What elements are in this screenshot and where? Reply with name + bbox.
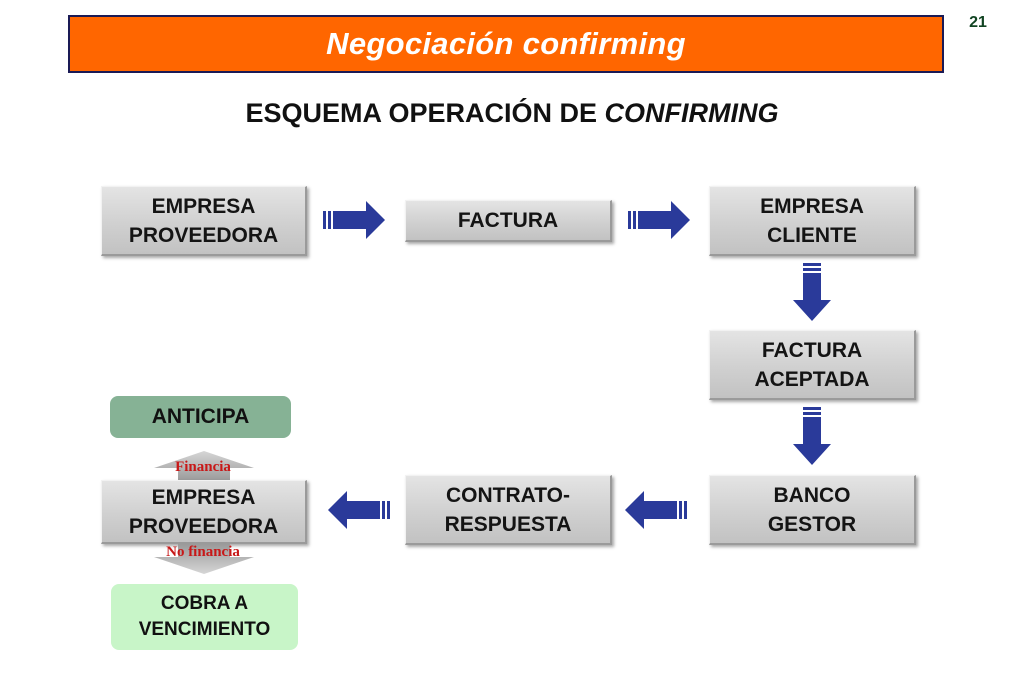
arrow-down-icon [793, 263, 831, 321]
cobra-vencimiento-box: COBRA A VENCIMIENTO [111, 584, 298, 650]
page-number: 21 [969, 14, 987, 31]
box-label-line2: RESPUESTA [444, 512, 572, 536]
box-contrato-respuesta: CONTRATO- RESPUESTA [405, 475, 612, 545]
arrow-left-icon [625, 491, 687, 529]
subtitle-italic: CONFIRMING [604, 98, 779, 128]
arrow-down-icon [154, 544, 254, 574]
box-label-line1: FACTURA [761, 338, 863, 362]
slide-title: Negociación confirming [326, 26, 686, 61]
arrow-up-icon [154, 451, 254, 481]
box-label-line1: EMPRESA [151, 194, 256, 218]
box-empresa-cliente: EMPRESA CLIENTE [709, 186, 916, 256]
box-label-line1: EMPRESA [151, 485, 256, 509]
financia-label: Financia [175, 459, 231, 475]
cobra-label-line2: VENCIMIENTO [138, 619, 271, 640]
box-factura: FACTURA [405, 200, 612, 242]
box-label-line1: FACTURA [457, 209, 559, 232]
arrow-right-icon [628, 201, 690, 239]
anticipa-box: ANTICIPA [110, 396, 291, 438]
title-bar: Negociación confirming [68, 15, 944, 73]
box-label-line1: BANCO [773, 483, 851, 507]
no-financia-label: No financia [166, 544, 240, 560]
arrow-right-icon [323, 201, 385, 239]
box-empresa-proveedora-final: EMPRESA PROVEEDORA [101, 480, 307, 544]
box-label-line1: EMPRESA [760, 194, 864, 218]
box-label-line2: GESTOR [767, 512, 857, 536]
box-label-line2: PROVEEDORA [128, 514, 279, 538]
box-label-line2: ACEPTADA [754, 367, 870, 391]
anticipa-label: ANTICIPA [151, 405, 250, 428]
subtitle-plain: ESQUEMA OPERACIÓN DE [245, 98, 605, 128]
box-label-line2: CLIENTE [767, 223, 857, 247]
diagram-subtitle: ESQUEMA OPERACIÓN DE CONFIRMING [0, 98, 1024, 129]
arrow-down-icon [793, 407, 831, 465]
box-empresa-proveedora: EMPRESA PROVEEDORA [101, 186, 307, 256]
box-label-line1: CONTRATO- [445, 483, 571, 507]
cobra-label-line1: COBRA A [160, 593, 249, 614]
box-factura-aceptada: FACTURA ACEPTADA [709, 330, 916, 400]
box-label-line2: PROVEEDORA [128, 223, 279, 247]
arrow-left-icon [328, 491, 390, 529]
box-banco-gestor: BANCO GESTOR [709, 475, 916, 545]
